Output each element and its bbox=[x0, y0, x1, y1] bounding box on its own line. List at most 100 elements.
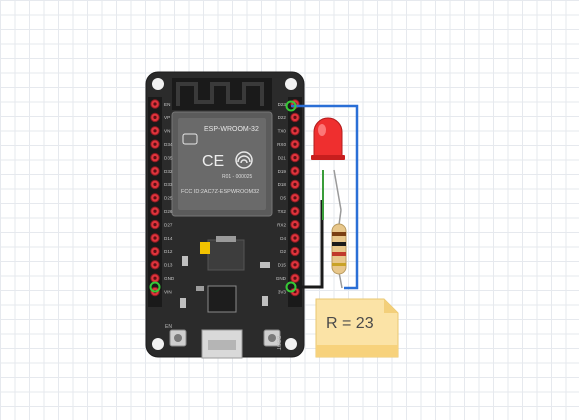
header-pin-hole bbox=[293, 263, 297, 267]
pin-label: D33 bbox=[164, 182, 173, 187]
resistor-band bbox=[332, 263, 346, 266]
en-button[interactable]: EN bbox=[165, 324, 187, 347]
resistor-lead-top bbox=[338, 209, 342, 226]
led-anode-leg bbox=[333, 169, 342, 211]
resistance-note: R = 23 bbox=[326, 315, 374, 332]
header-pin-hole bbox=[293, 236, 297, 240]
resistor[interactable] bbox=[331, 223, 347, 275]
smd-part bbox=[260, 262, 270, 268]
header-pin-hole bbox=[293, 115, 297, 119]
header-pin-hole bbox=[153, 236, 157, 240]
mount-hole bbox=[152, 78, 164, 90]
module-model-text: ESP-WROOM-32 bbox=[204, 126, 259, 133]
note-text-container: R = 23 bbox=[316, 297, 398, 359]
pin-label: D27 bbox=[164, 222, 173, 227]
pin-connection-marker bbox=[285, 100, 297, 112]
pin-label: D35 bbox=[164, 155, 173, 160]
boot-button[interactable]: BOOT bbox=[263, 329, 281, 350]
header-pin-hole bbox=[153, 196, 157, 200]
header-pin-hole bbox=[293, 223, 297, 227]
header-pin-hole bbox=[153, 263, 157, 267]
smd-part bbox=[180, 298, 186, 308]
header-pin-hole bbox=[153, 169, 157, 173]
smd-part bbox=[196, 286, 204, 291]
ce-mark: CE bbox=[202, 153, 224, 170]
pin-label: GND bbox=[164, 276, 175, 281]
pin-label: D22 bbox=[278, 115, 287, 120]
pin-label: VP bbox=[164, 115, 170, 120]
mount-hole bbox=[285, 338, 297, 350]
esp32-board[interactable]: ESP-WROOM-32 CE FCC ID:2AC7Z-ESPWROOM32 … bbox=[145, 71, 305, 359]
header-pin-hole bbox=[153, 102, 157, 106]
resistor-band bbox=[332, 252, 346, 256]
pin-label: D5 bbox=[280, 196, 286, 201]
esp-wroom-module: ESP-WROOM-32 CE FCC ID:2AC7Z-ESPWROOM32 … bbox=[171, 111, 273, 217]
resistor-band bbox=[332, 232, 346, 236]
header-pin-hole bbox=[153, 209, 157, 213]
en-button-label: EN bbox=[165, 324, 172, 330]
pin-label: D19 bbox=[278, 169, 287, 174]
header-pin-hole bbox=[153, 129, 157, 133]
pin-connection-marker bbox=[285, 281, 297, 293]
pin-label: RX0 bbox=[277, 142, 286, 147]
sticky-note[interactable] bbox=[315, 298, 399, 358]
header-pin-hole bbox=[293, 209, 297, 213]
wires bbox=[291, 104, 359, 290]
pin-label: D25 bbox=[164, 196, 173, 201]
pin-label: 3V3 bbox=[278, 289, 287, 294]
pin-label: D23 bbox=[278, 102, 287, 107]
micro-usb-port bbox=[201, 329, 243, 359]
led-highlight bbox=[318, 124, 326, 136]
header-pin-hole bbox=[153, 223, 157, 227]
pin-label: EN bbox=[164, 102, 170, 107]
pin-label: VN bbox=[164, 129, 170, 134]
usb-uart-chip bbox=[207, 285, 237, 313]
module-rev-text: R01 - 000025 bbox=[222, 174, 253, 180]
header-pin-hole bbox=[293, 142, 297, 146]
pin-label: VIN bbox=[164, 289, 172, 294]
header-pin-hole bbox=[293, 249, 297, 253]
pin-label: D15 bbox=[278, 263, 287, 268]
header-pin-hole bbox=[293, 182, 297, 186]
header-pin-hole bbox=[153, 156, 157, 160]
pin-label: TX2 bbox=[278, 209, 287, 214]
resistor-lead-bottom bbox=[338, 271, 343, 289]
header-pin-hole bbox=[293, 156, 297, 160]
header-pin-hole bbox=[293, 196, 297, 200]
header-pin-hole bbox=[293, 276, 297, 280]
pin-label: D34 bbox=[164, 142, 173, 147]
mount-hole bbox=[285, 78, 297, 90]
mount-hole bbox=[152, 338, 164, 350]
pin-label: D26 bbox=[164, 209, 173, 214]
header-pin-hole bbox=[153, 115, 157, 119]
wifi-logo-icon bbox=[182, 133, 198, 145]
voltage-regulator bbox=[200, 236, 245, 271]
pin-label: D32 bbox=[164, 169, 173, 174]
smd-part bbox=[182, 256, 188, 266]
antenna-trace bbox=[172, 78, 272, 110]
pin-label: D4 bbox=[280, 236, 286, 241]
sticky-note-shadow bbox=[316, 345, 398, 357]
resistor-band bbox=[332, 242, 346, 246]
pin-label: D2 bbox=[280, 249, 286, 254]
header-pin-hole bbox=[153, 182, 157, 186]
pin-connection-marker bbox=[149, 281, 161, 293]
pin-label: RX2 bbox=[277, 222, 286, 227]
ground-wire[interactable] bbox=[291, 200, 324, 289]
header-pin-hole bbox=[293, 169, 297, 173]
boot-button-label: BOOT bbox=[275, 336, 281, 350]
pin-label: D12 bbox=[164, 249, 173, 254]
wifi-signal-icon bbox=[235, 151, 253, 169]
smd-part bbox=[262, 296, 268, 306]
pin-label: D13 bbox=[164, 263, 173, 268]
pin-label: D21 bbox=[278, 155, 287, 160]
signal-wire[interactable] bbox=[291, 104, 359, 290]
red-led[interactable] bbox=[311, 117, 345, 160]
header-pin-hole bbox=[153, 276, 157, 280]
pin-label: D14 bbox=[164, 236, 173, 241]
header-pin-hole bbox=[293, 129, 297, 133]
header-pin-hole bbox=[153, 142, 157, 146]
pin-label: TX0 bbox=[278, 129, 287, 134]
